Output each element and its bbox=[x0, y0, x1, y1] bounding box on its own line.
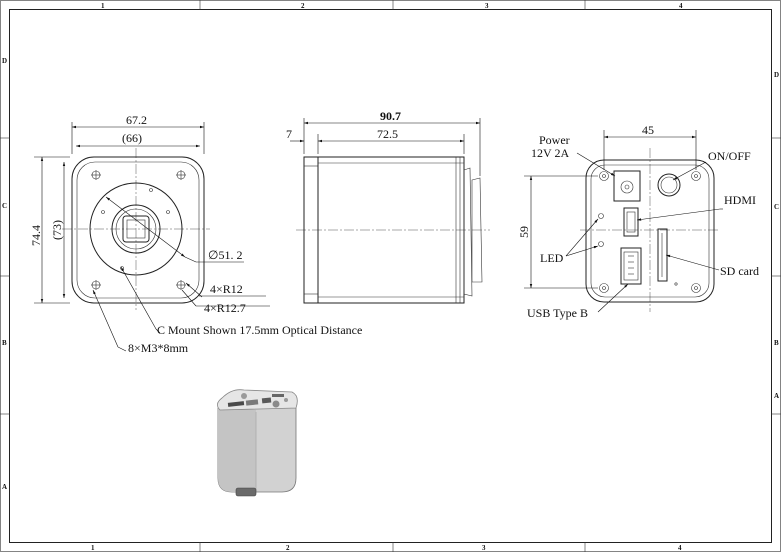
front-view: 67.2 (66) 74.4 (73) ∅51. 2 4×R12 4×R12.7… bbox=[29, 113, 362, 355]
power-label-line2: 12V 2A bbox=[531, 146, 569, 160]
back-width-dim: 45 bbox=[642, 123, 654, 137]
hdmi-label: HDMI bbox=[724, 193, 756, 207]
front-body-outline bbox=[71, 156, 205, 304]
zone-row-left-d: D bbox=[2, 57, 7, 65]
zone-col-top-2: 2 bbox=[301, 2, 305, 10]
front-height-dim: 74.4 bbox=[29, 225, 43, 246]
front-body-inner bbox=[76, 161, 200, 299]
zone-row-left-c: C bbox=[2, 202, 7, 210]
zone-row-right-d: D bbox=[774, 71, 779, 79]
front-inner-width-dim: (66) bbox=[122, 131, 142, 145]
zone-col-bottom-3: 3 bbox=[482, 544, 486, 552]
zone-col-bottom-4: 4 bbox=[678, 544, 682, 552]
usb-label: USB Type B bbox=[527, 306, 588, 320]
power-jack bbox=[613, 170, 641, 202]
sd-card-label: SD card bbox=[720, 264, 759, 278]
zone-row-right-a: A bbox=[774, 392, 779, 400]
led-1 bbox=[598, 213, 604, 219]
back-height-dim: 59 bbox=[517, 226, 531, 238]
zone-col-top-3: 3 bbox=[485, 2, 489, 10]
zone-col-bottom-2: 2 bbox=[286, 544, 290, 552]
front-width-dim: 67.2 bbox=[126, 113, 147, 127]
led-2 bbox=[598, 241, 604, 247]
back-view: 45 59 Power 12V 2A ON/OFF HDMI LED SD ca… bbox=[517, 123, 759, 320]
back-body-outline bbox=[585, 159, 715, 303]
front-inner-height-dim: (73) bbox=[50, 220, 64, 240]
side-view: 90.7 7 72.5 bbox=[286, 109, 490, 304]
front-screw-holes bbox=[91, 170, 186, 290]
radius-outer-label: 4×R12 bbox=[210, 282, 243, 296]
zone-row-left-b: B bbox=[2, 339, 7, 347]
diameter-label: ∅51. 2 bbox=[208, 248, 242, 262]
screw-note: 8×M3*8mm bbox=[128, 341, 189, 355]
c-mount-note: C Mount Shown 17.5mm Optical Distance bbox=[157, 323, 362, 337]
switch-label: ON/OFF bbox=[708, 149, 751, 163]
zone-row-right-c: C bbox=[774, 203, 779, 211]
zone-col-bottom-1: 1 bbox=[91, 544, 95, 552]
back-screw-holes bbox=[599, 171, 701, 293]
zone-row-left-a: A bbox=[2, 483, 7, 491]
zone-row-right-b: B bbox=[774, 339, 779, 347]
led-label: LED bbox=[540, 251, 564, 265]
power-switch bbox=[657, 173, 681, 197]
hdmi-port bbox=[623, 207, 639, 237]
zone-col-top-4: 4 bbox=[679, 2, 683, 10]
zone-col-top-1: 1 bbox=[101, 2, 105, 10]
camera-isometric-view bbox=[217, 389, 298, 497]
usb-port bbox=[620, 247, 642, 285]
power-label-line1: Power bbox=[539, 133, 570, 147]
side-flange-dim: 7 bbox=[286, 127, 292, 141]
side-total-length-dim: 90.7 bbox=[380, 109, 401, 123]
side-body-length-dim: 72.5 bbox=[377, 127, 398, 141]
sd-card-slot bbox=[657, 228, 668, 282]
radius-inner-label: 4×R12.7 bbox=[204, 301, 246, 315]
